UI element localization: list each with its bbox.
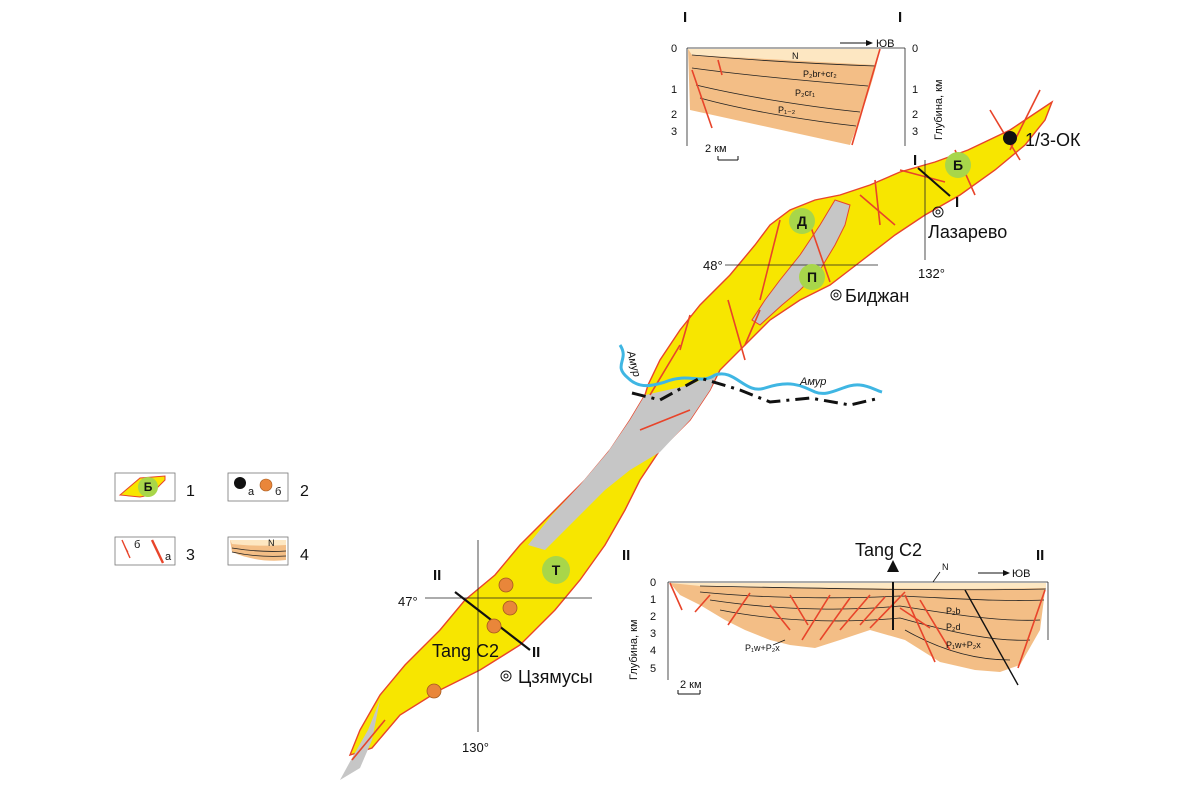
section1-tick: 3 [912,126,918,138]
basin-label: Т [552,562,561,578]
section1-scale: 2 км [705,143,727,155]
river-label-left: Амур [624,349,643,379]
legend-item-2: а б 2 [227,472,309,502]
section-mark-I-top: I [913,152,917,169]
section1-tick: 1 [912,84,918,96]
section-mark-II-top: II [433,567,441,584]
basin-fill [348,100,1054,757]
section1-tick: 2 [912,109,918,121]
section2-scale: 2 км [680,679,702,691]
section2-unit: P₁w+P₂x [946,640,981,650]
legend-3-num: 3 [186,547,195,564]
section1-tick: 1 [671,84,677,96]
legend-2-b: б [275,486,281,498]
section-line-I [917,167,951,197]
basin-circle [542,556,570,584]
basin-label: П [807,269,817,285]
coord-lon132: 132° [918,266,945,281]
section2-direction: ЮВ [1012,568,1030,580]
section1-tick: 0 [671,43,677,55]
coord-lat48: 48° [703,258,723,273]
legend: Б 1 а б 2 б а 3 N [114,472,309,566]
section1-unit-N: N [792,51,799,61]
section2-tick: 5 [650,663,656,675]
section2-tick: 2 [650,611,656,623]
basin-circle [799,264,825,290]
coord-lon130: 130° [462,740,489,755]
legend-item-4: N 4 [227,536,309,566]
section2-left-mark: II [622,547,630,564]
well-marker [486,618,502,634]
section1-unit: P₂cr₁ [795,88,815,98]
section1-tick: 3 [671,126,677,138]
well-marker-black [1003,131,1017,145]
legend-4-num: 4 [300,547,309,564]
legend-item-3: б а 3 [114,536,195,566]
section2-right-mark: II [1036,547,1044,564]
basin-label: Д [797,213,807,229]
section2-tick: 0 [650,577,656,589]
section-II: II II Tang C2 ЮВ 0 1 2 3 4 5 Глубина, км [622,540,1049,695]
legend-1-symbol: Б [144,480,153,494]
legend-2-a: а [248,486,255,498]
basement-north [751,199,851,326]
section1-right-mark: I [898,9,902,26]
section2-unit: P₂b [946,606,961,616]
legend-item-1: Б 1 [114,472,195,502]
well-label-ok: 1/3-ОК [1025,130,1081,150]
legend-1-num: 1 [186,483,195,500]
amur-river [618,344,883,395]
section2-unit-N: N [942,562,949,572]
town-lazarevo: Лазарево [928,222,1007,242]
section-mark-I-bottom: I [955,194,959,211]
section2-well-label: Tang C2 [855,540,922,560]
section1-unit: P₂br+cr₂ [803,69,837,79]
well-marker [498,577,514,593]
section1-ylabel: Глубина, км [933,79,945,140]
town-marker [500,670,512,682]
coord-lat47: 47° [398,594,418,609]
legend-2-num: 2 [300,483,309,500]
basement-central [528,372,718,550]
basin-circle [789,208,815,234]
section2-tick: 3 [650,628,656,640]
town-bidzhan: Биджан [845,286,909,306]
section2-ylabel: Глубина, км [628,619,640,680]
basin-map: I I II II Б Д П Т 1/3-ОК [340,89,1081,780]
section-mark-II-bottom: II [532,644,540,661]
town-tszyamusy: Цзямусы [518,667,593,687]
section1-direction: ЮВ [876,38,894,50]
legend-3-b: б [134,539,140,551]
basin-circle [945,152,971,178]
well-marker [426,683,442,699]
section2-tick: 1 [650,594,656,606]
well-marker [502,600,518,616]
section1-left-mark: I [683,9,687,26]
section2-unit: P₂d [946,622,961,632]
section1-tick: 2 [671,109,677,121]
river-label-right: Амур [799,376,826,388]
basin-label: Б [953,157,963,173]
legend-4-n: N [268,538,275,548]
legend-3-a: а [165,551,172,563]
town-marker [932,206,944,218]
section1-tick: 0 [912,43,918,55]
basement-south [340,700,380,780]
state-border [631,376,881,407]
well-label-tang: Tang C2 [432,641,499,661]
section2-tick: 4 [650,645,656,657]
town-marker [830,289,842,301]
section1-unit: P₁₋₂ [778,105,796,115]
section-I: I I ЮВ 0 1 2 3 0 1 2 3 Глубина, км N [671,9,945,161]
section2-unit: P₁w+P₂x [745,643,780,653]
